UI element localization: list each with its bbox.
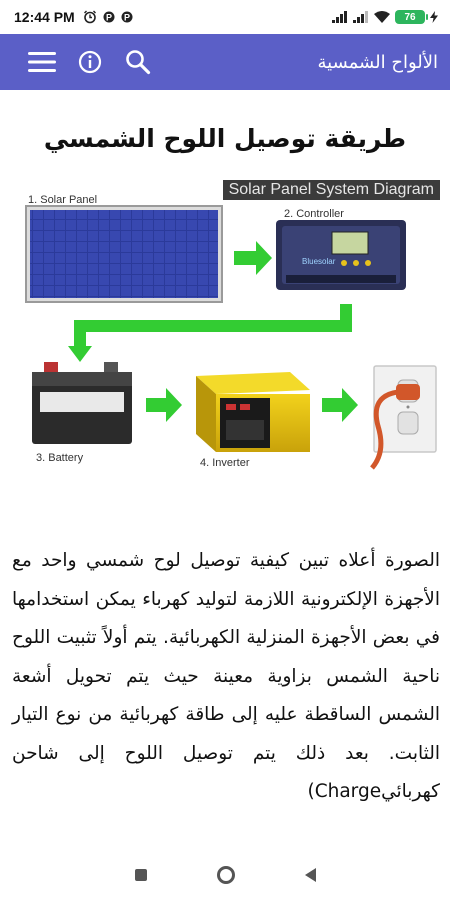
article-title: طريقة توصيل اللوح الشمسي	[43, 124, 407, 153]
system-nav-bar	[0, 850, 450, 900]
solar-system-diagram: Solar Panel System Diagram 1. Solar Pane…	[0, 176, 450, 476]
app-title: الألواح الشمسية	[317, 51, 438, 73]
app-bar: الألواح الشمسية	[0, 34, 450, 90]
label-solar-panel: 1. Solar Panel	[28, 194, 98, 206]
status-bar: 12:44 PM P P 76	[0, 0, 450, 34]
solar-panel-image	[25, 205, 223, 303]
diagram-graphics: Bluesolar	[25, 205, 437, 470]
menu-icon	[28, 52, 56, 72]
arrow-battery-to-inverter	[146, 388, 182, 422]
alarm-icon	[83, 10, 96, 24]
battery-image	[32, 362, 132, 444]
search-button[interactable]	[116, 40, 160, 84]
svg-text:P: P	[106, 13, 112, 23]
label-battery: 3. Battery	[36, 452, 84, 464]
charging-icon	[430, 11, 438, 23]
search-icon	[126, 50, 151, 75]
menu-button[interactable]	[20, 40, 64, 84]
article-body: الصورة أعلاه تبين كيفية توصيل لوح شمسي و…	[12, 550, 440, 802]
label-inverter: 4. Inverter	[200, 457, 250, 469]
diagram-banner: Solar Panel System Diagram	[222, 180, 440, 200]
info-icon	[78, 50, 102, 74]
svg-text:P: P	[124, 13, 130, 23]
p-icon: P	[121, 11, 133, 23]
label-controller: 2. Controller	[284, 208, 344, 220]
home-icon[interactable]	[216, 866, 235, 884]
charge-controller-image: Bluesolar	[276, 220, 406, 290]
outlet-image	[370, 365, 437, 470]
wifi-icon	[374, 11, 390, 23]
arrow-inverter-to-outlet	[322, 388, 358, 422]
inverter-image	[196, 372, 310, 452]
article-content[interactable]: طريقة توصيل اللوح الشمسي Solar Panel Sys…	[0, 90, 450, 850]
signal-icon	[353, 11, 368, 23]
recent-apps-icon[interactable]	[134, 869, 147, 881]
arrow-panel-to-controller	[234, 241, 272, 275]
p-icon: P	[103, 11, 115, 23]
back-icon[interactable]	[304, 868, 316, 882]
controller-brand-text: Bluesolar	[302, 257, 336, 266]
signal-icon	[332, 11, 347, 23]
arrow-controller-to-battery	[74, 304, 352, 348]
battery-icon: 76	[395, 10, 428, 24]
status-time: 12:44 PM	[14, 9, 75, 25]
info-button[interactable]	[68, 40, 112, 84]
